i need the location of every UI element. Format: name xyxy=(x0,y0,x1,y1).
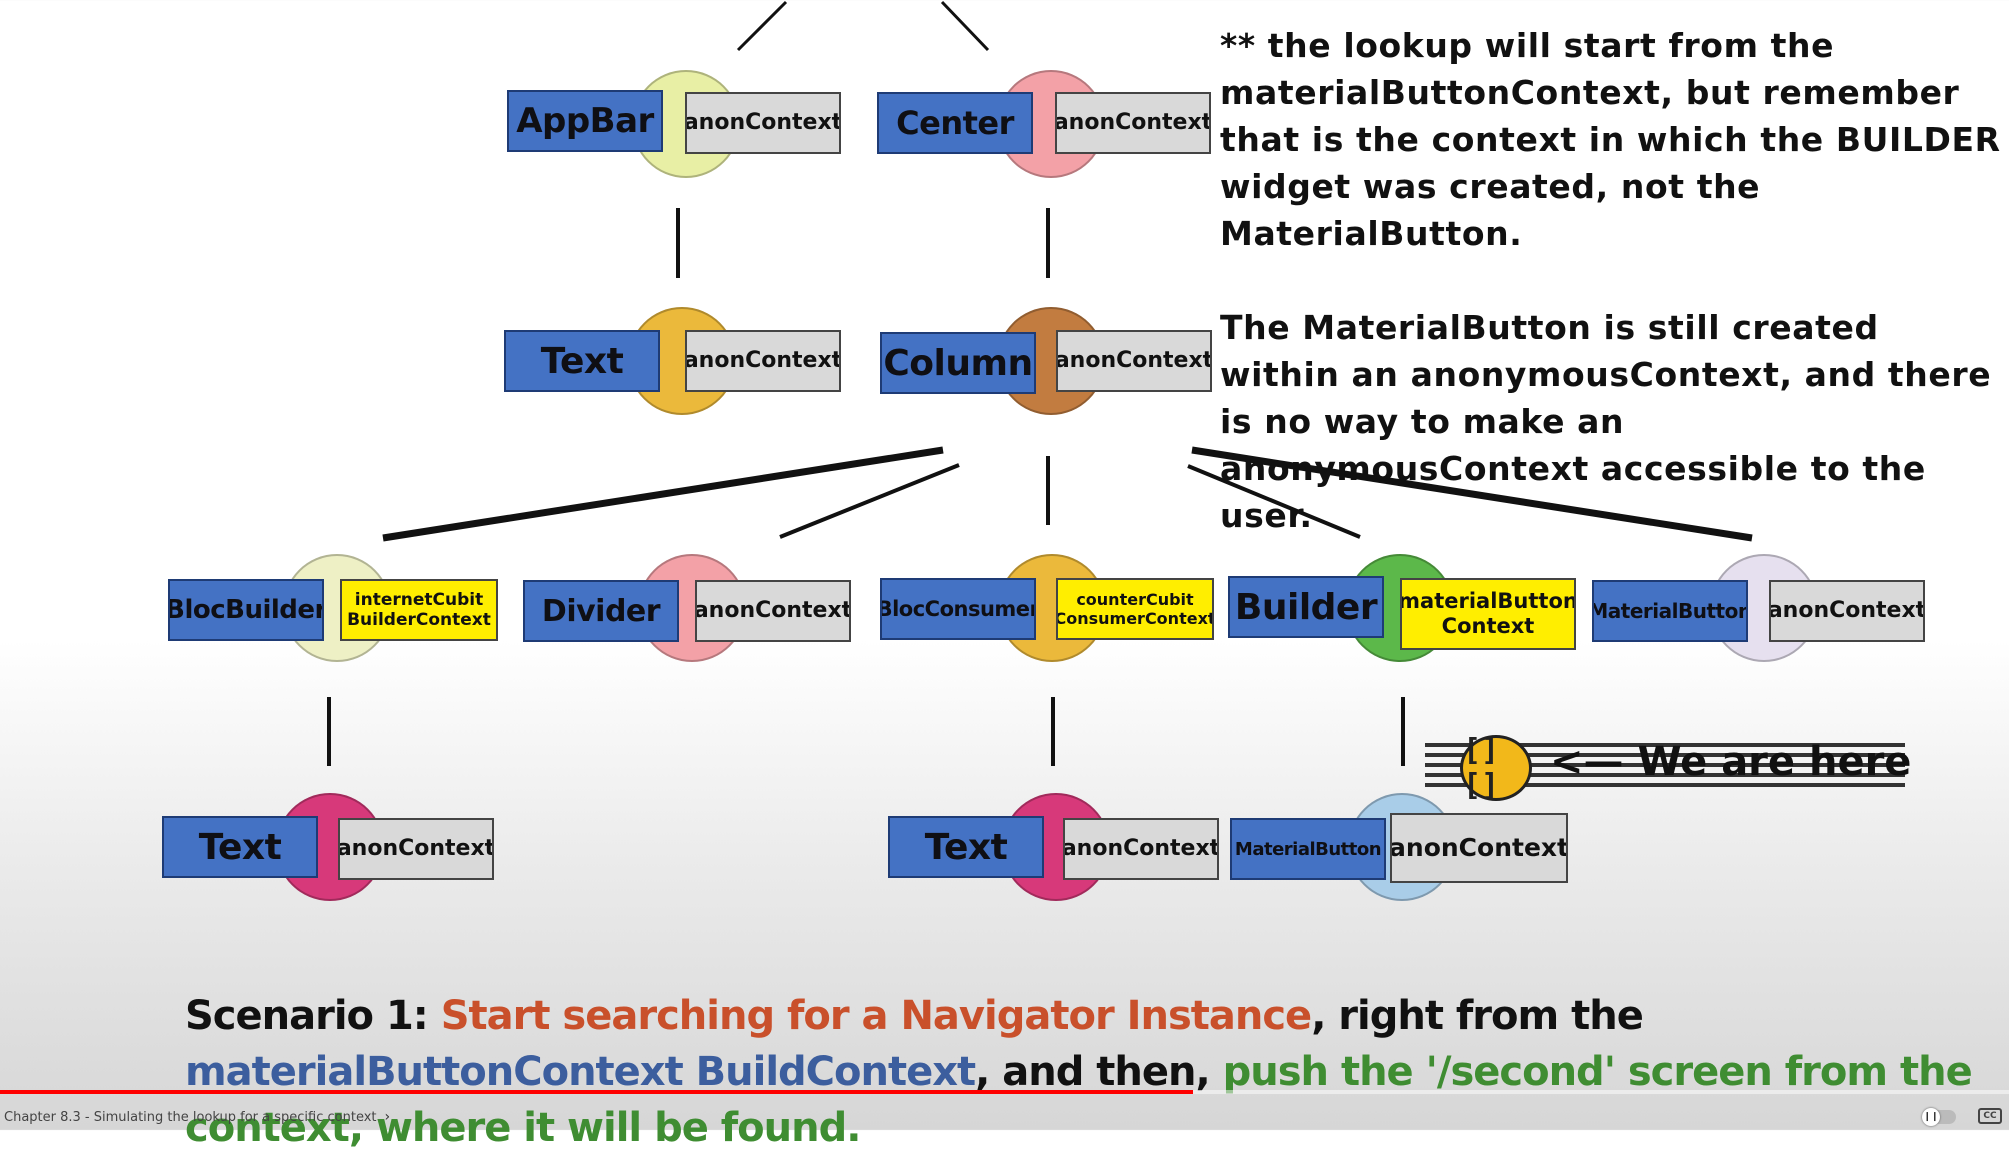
widget-label: Center xyxy=(877,92,1033,154)
context-label: materialButton Context xyxy=(1400,578,1576,650)
widget-node-center: Center anonContext xyxy=(877,70,1211,180)
widget-label: Divider xyxy=(523,580,679,642)
caption-black-2: , and then, xyxy=(975,1049,1223,1095)
widget-label: MaterialButton xyxy=(1230,818,1386,880)
widget-label: AppBar xyxy=(507,90,663,152)
edge-root-left xyxy=(736,0,788,52)
chevron-right-icon: › xyxy=(384,1109,391,1125)
widget-node-appbar: AppBar anonContext xyxy=(507,70,841,180)
tree-connectors xyxy=(327,0,1753,766)
edge-column-builder xyxy=(1187,464,1361,539)
we-are-here-marker: [][] <— We are here xyxy=(1425,733,1911,803)
widget-node-materialbutton-builder-child: MaterialButton anonContext xyxy=(1230,793,1568,903)
autoplay-toggle[interactable]: ❙❙ xyxy=(1922,1108,1956,1126)
caption-prefix: Scenario 1: xyxy=(185,993,441,1039)
widget-label: Text xyxy=(162,816,318,878)
chapter-title: Chapter 8.3 - Simulating the lookup for … xyxy=(4,1109,377,1125)
widget-label: BlocBuilder xyxy=(168,579,324,641)
widget-label: Builder xyxy=(1228,576,1384,638)
context-label: anonContext xyxy=(1055,92,1211,154)
widget-node-blocbuilder: BlocBuilder internetCubit BuilderContext xyxy=(168,554,498,664)
context-label: anonContext xyxy=(1056,330,1212,392)
widget-node-blocconsumer: BlocConsumer counterCubit ConsumerContex… xyxy=(880,554,1214,664)
context-label: anonContext xyxy=(685,330,841,392)
widget-label: Column xyxy=(880,332,1036,394)
edge-column-divider xyxy=(779,463,960,539)
note-paragraph-2: The MaterialButton is still created with… xyxy=(1220,308,1992,535)
widget-label: Text xyxy=(888,816,1044,878)
caption-blue: materialButtonContext BuildContext xyxy=(185,1049,976,1095)
widget-node-builder: Builder materialButton Context xyxy=(1228,554,1576,664)
widget-node-materialbutton: MaterialButton anonContext xyxy=(1592,554,1925,664)
widget-node-divider: Divider anonContext xyxy=(523,554,851,664)
we-are-here-label: <— We are here xyxy=(1550,739,1912,785)
context-label: anonContext xyxy=(695,580,851,642)
scenario-caption: Scenario 1: Start searching for a Naviga… xyxy=(185,988,1985,1156)
context-label: counterCubit ConsumerContext xyxy=(1056,578,1214,640)
edge-column-materialbutton xyxy=(1191,446,1753,542)
video-progress-bar[interactable] xyxy=(0,1090,2009,1094)
closed-captions-button[interactable]: CC xyxy=(1978,1108,2002,1124)
caption-black-1: , right from the xyxy=(1311,993,1644,1039)
widget-label: MaterialButton xyxy=(1592,580,1748,642)
emoji-face-icon: [][] xyxy=(1460,733,1532,803)
caption-green: push the '/second' screen from the conte… xyxy=(185,1049,1973,1151)
context-label: anonContext xyxy=(1769,580,1925,642)
widget-label: Text xyxy=(504,330,660,392)
context-label: anonContext xyxy=(1063,818,1219,880)
widget-node-text: Text anonContext xyxy=(504,307,841,417)
context-label: anonContext xyxy=(338,818,494,880)
note-paragraph-1: ** the lookup will start from the materi… xyxy=(1220,26,2001,253)
widget-label: BlocConsumer xyxy=(880,578,1036,640)
edge-root-right xyxy=(940,0,990,52)
widget-node-text-blocbuilder-child: Text anonContext xyxy=(162,793,494,903)
chapter-button[interactable]: Chapter 8.3 - Simulating the lookup for … xyxy=(0,1104,390,1130)
explanation-note: ** the lookup will start from the materi… xyxy=(1220,22,2005,539)
context-label: anonContext xyxy=(685,92,841,154)
pause-icon: ❙❙ xyxy=(1922,1108,1940,1126)
context-label: internetCubit BuilderContext xyxy=(340,579,498,641)
caption-orange: Start searching for a Navigator Instance xyxy=(440,993,1312,1039)
context-label: anonContext xyxy=(1390,813,1568,883)
widget-node-text-blocconsumer-child: Text anonContext xyxy=(888,793,1219,903)
widget-node-column: Column anonContext xyxy=(880,307,1212,417)
edge-column-blocbuilder xyxy=(382,446,944,542)
progress-fill xyxy=(0,1090,1194,1094)
